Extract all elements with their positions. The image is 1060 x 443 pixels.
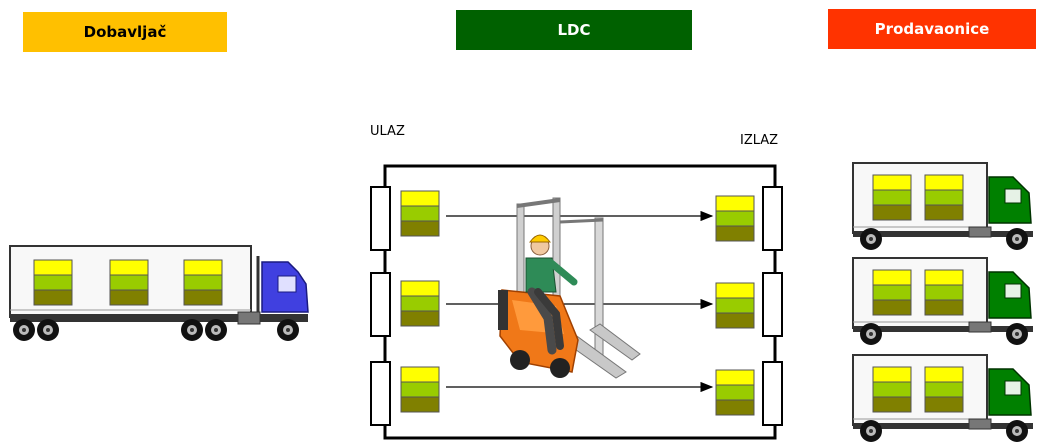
- entrance-label: ULAZ: [370, 124, 405, 139]
- supplier-truck-icon: [9, 245, 309, 341]
- pallet-box-icon: [400, 190, 755, 416]
- dock-door-icon: [370, 186, 783, 426]
- store-truck-icon: [853, 163, 1033, 442]
- flow-arrows: [446, 210, 714, 393]
- stores-header: Prodavaonice: [828, 9, 1036, 49]
- exit-label: IZLAZ: [740, 133, 779, 148]
- ldc-header: LDC: [456, 10, 692, 50]
- forklift-worker-icon: [498, 197, 641, 379]
- supplier-header: Dobavljač: [23, 12, 227, 52]
